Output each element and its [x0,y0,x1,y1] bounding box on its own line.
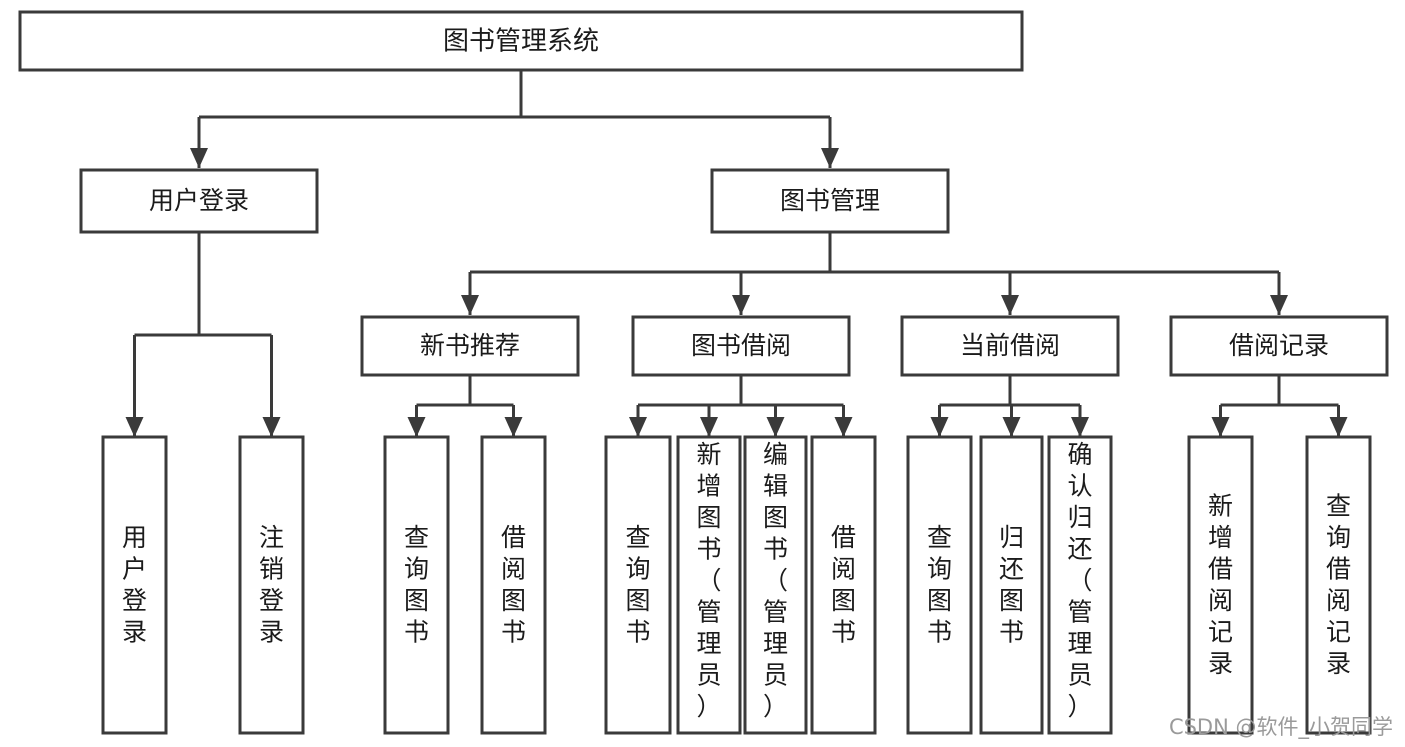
node-leaf-logout-login[interactable]: 注销登录 [238,435,305,735]
node-leaf-add-book-admin-label: 新增图书（管理员） [696,440,721,721]
node-leaf-query-book-2[interactable]: 查询图书 [604,435,672,735]
node-leaf-add-book-admin-box[interactable] [676,435,742,735]
node-leaf-query-book-1[interactable]: 查询图书 [383,435,450,735]
node-current-borrow-box[interactable] [900,315,1120,377]
connector-arrowhead [461,295,479,315]
node-leaf-return-book[interactable]: 归还图书 [979,435,1044,735]
node-borrow-record-box[interactable] [1169,315,1389,377]
node-leaf-edit-book-admin[interactable]: 编辑图书（管理员） [743,435,808,735]
node-leaf-user-login-box[interactable] [101,435,168,735]
node-root-box[interactable] [18,10,1024,72]
node-leaf-logout-login-box[interactable] [238,435,305,735]
connector-layer [125,70,1348,437]
node-book-borrow-box[interactable] [631,315,851,377]
node-leaf-borrow-book-1[interactable]: 借阅图书 [480,435,547,735]
node-borrow-record[interactable]: 借阅记录 [1169,315,1389,377]
node-leaf-borrow-book-2[interactable]: 借阅图书 [810,435,877,735]
connector-arrowhead [1329,417,1348,437]
node-leaf-user-login[interactable]: 用户登录 [101,435,168,735]
connector-arrowhead [1071,417,1089,437]
node-leaf-query-book-2-label: 查询图书 [625,523,650,647]
node-root-label: 图书管理系统 [443,27,599,57]
node-leaf-return-book-box[interactable] [979,435,1044,735]
connector-arrowhead [732,295,750,315]
node-leaf-return-book-label: 归还图书 [999,523,1024,647]
node-leaf-query-book-3[interactable]: 查询图书 [906,435,973,735]
connector-arrowhead [834,417,853,437]
connector-arrowhead [504,417,523,437]
node-leaf-query-borrow-record-box[interactable] [1305,435,1372,735]
node-leaf-add-book-admin[interactable]: 新增图书（管理员） [676,435,742,735]
node-leaf-borrow-book-1-box[interactable] [480,435,547,735]
node-leaf-query-borrow-record-label: 查询借阅记录 [1326,492,1351,679]
node-book-borrow[interactable]: 图书借阅 [631,315,851,377]
connector-arrowhead [1211,417,1230,437]
node-leaf-add-borrow-record-box[interactable] [1187,435,1254,735]
csdn-watermark: CSDN @软件_小贺同学 [1169,715,1393,740]
node-leaf-borrow-book-2-label: 借阅图书 [831,523,856,647]
connector-arrowhead [930,417,949,437]
node-current-borrow[interactable]: 当前借阅 [900,315,1120,377]
connector-arrowhead [407,417,426,437]
connector-arrowhead [1270,295,1288,315]
leaf-node-layer: 用户登录 注销登录 查询图书 借阅图书 查询图书 新增图书（管理员） 编辑图书（管理员） 借阅… [101,435,1372,735]
node-leaf-borrow-book-1-label: 借阅图书 [501,523,526,647]
connector-arrowhead [1001,295,1019,315]
node-leaf-query-book-1-box[interactable] [383,435,450,735]
node-root[interactable]: 图书管理系统 [18,10,1024,72]
connector-arrowhead [766,417,785,437]
connector-arrowhead [700,417,718,437]
connector-arrowhead [821,148,839,168]
node-borrow-record-label: 借阅记录 [1229,331,1329,360]
node-leaf-borrow-book-2-box[interactable] [810,435,877,735]
node-book-manage-box[interactable] [710,168,950,234]
connector-arrowhead [125,417,144,437]
node-leaf-edit-book-admin-label: 编辑图书（管理员） [763,440,788,721]
node-leaf-confirm-return-admin[interactable]: 确认归还（管理员） [1047,435,1113,735]
node-leaf-query-book-3-label: 查询图书 [927,523,952,647]
node-book-manage[interactable]: 图书管理 [710,168,950,234]
node-leaf-query-book-1-label: 查询图书 [404,523,429,647]
node-user-login-label: 用户登录 [149,186,249,215]
node-leaf-edit-book-admin-box[interactable] [743,435,808,735]
node-user-login-box[interactable] [79,168,319,234]
node-leaf-query-book-2-box[interactable] [604,435,672,735]
node-leaf-confirm-return-admin-box[interactable] [1047,435,1113,735]
node-leaf-logout-login-label: 注销登录 [259,523,284,647]
connector-arrowhead [1002,417,1021,437]
connector-arrowhead [629,417,647,437]
node-leaf-query-book-3-box[interactable] [906,435,973,735]
node-leaf-confirm-return-admin-label: 确认归还（管理员） [1067,440,1092,721]
node-book-borrow-label: 图书借阅 [691,331,791,360]
node-new-book-recommend-label: 新书推荐 [420,331,520,360]
node-new-book-recommend-box[interactable] [360,315,580,377]
node-leaf-add-borrow-record[interactable]: 新增借阅记录 [1187,435,1254,735]
node-new-book-recommend[interactable]: 新书推荐 [360,315,580,377]
node-leaf-add-borrow-record-label: 新增借阅记录 [1208,492,1233,679]
node-book-manage-label: 图书管理 [780,186,880,215]
node-leaf-query-borrow-record[interactable]: 查询借阅记录 [1305,435,1372,735]
node-current-borrow-label: 当前借阅 [960,331,1060,360]
connector-arrowhead [262,417,281,437]
connector-arrowhead [190,148,208,168]
node-user-login[interactable]: 用户登录 [79,168,319,234]
node-leaf-user-login-label: 用户登录 [122,523,147,647]
